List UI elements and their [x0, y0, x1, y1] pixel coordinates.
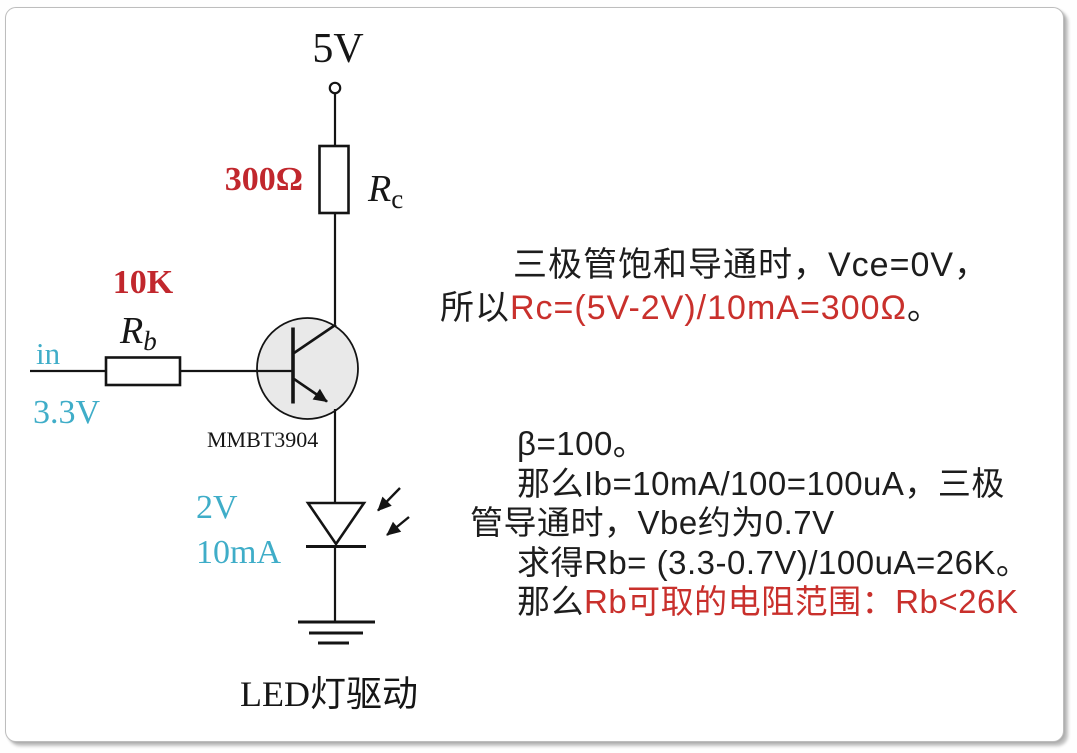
note-line: 三极管饱和导通时，Vce=0V，: [513, 246, 990, 284]
rb-name-label: Rb: [119, 310, 157, 356]
led-current-label: 10mA: [196, 534, 281, 571]
note-line: 管导通时，Vbe约为0.7V: [470, 504, 835, 541]
rc-name-label: Rc: [367, 168, 403, 214]
transistor-emitter-arrow: [293, 377, 328, 403]
input-label: in: [36, 336, 61, 371]
note-line: 那么Ib=10mA/100=100uA，三极: [517, 464, 1005, 502]
note-block-saturation: 三极管饱和导通时，Vce=0V， 所以Rc=(5V-2V)/10mA=300Ω。: [440, 244, 989, 330]
resistor-rb-symbol: [104, 356, 182, 387]
diagram-card: [5, 7, 1064, 742]
rb-value-label: 10K: [113, 264, 174, 301]
led-voltage-label: 2V: [196, 489, 238, 526]
diagram-caption: LED灯驱动: [240, 674, 418, 714]
input-voltage-label: 3.3V: [33, 394, 101, 431]
note-line: β=100。: [517, 425, 647, 462]
note-segment: 。: [906, 289, 942, 327]
rc-value-label: 300Ω: [225, 161, 303, 198]
note-line: 所以Rc=(5V-2V)/10mA=300Ω。: [440, 287, 989, 330]
led-light-arrow-1: [377, 487, 401, 512]
supply-voltage-label: 5V: [312, 26, 363, 72]
supply-terminal: [328, 81, 342, 95]
transistor-collector-lead: [293, 323, 337, 355]
note-segment-red: Rb可取的电阻范围：Rb<26K: [584, 583, 1019, 620]
transistor-body: [256, 317, 359, 420]
transistor-part-label: MMBT3904: [207, 427, 318, 452]
ground-symbol: [298, 620, 375, 645]
note-block-base-resistor: β=100。 那么Ib=10mA/100=100uA，三极 管导通时，Vbe约为…: [470, 424, 1029, 622]
note-segment: 那么: [517, 583, 584, 620]
note-segment-red: Rc=(5V-2V)/10mA=300Ω: [510, 289, 907, 327]
note-segment: 所以: [440, 289, 510, 327]
note-line: 求得Rb= (3.3-0.7V)/100uA=26K。: [517, 543, 1030, 581]
note-line: 那么Rb可取的电阻范围：Rb<26K: [470, 582, 1029, 622]
led-light-arrow-2: [386, 516, 410, 536]
led-triangle: [305, 501, 367, 547]
resistor-rc-symbol: [318, 144, 350, 215]
